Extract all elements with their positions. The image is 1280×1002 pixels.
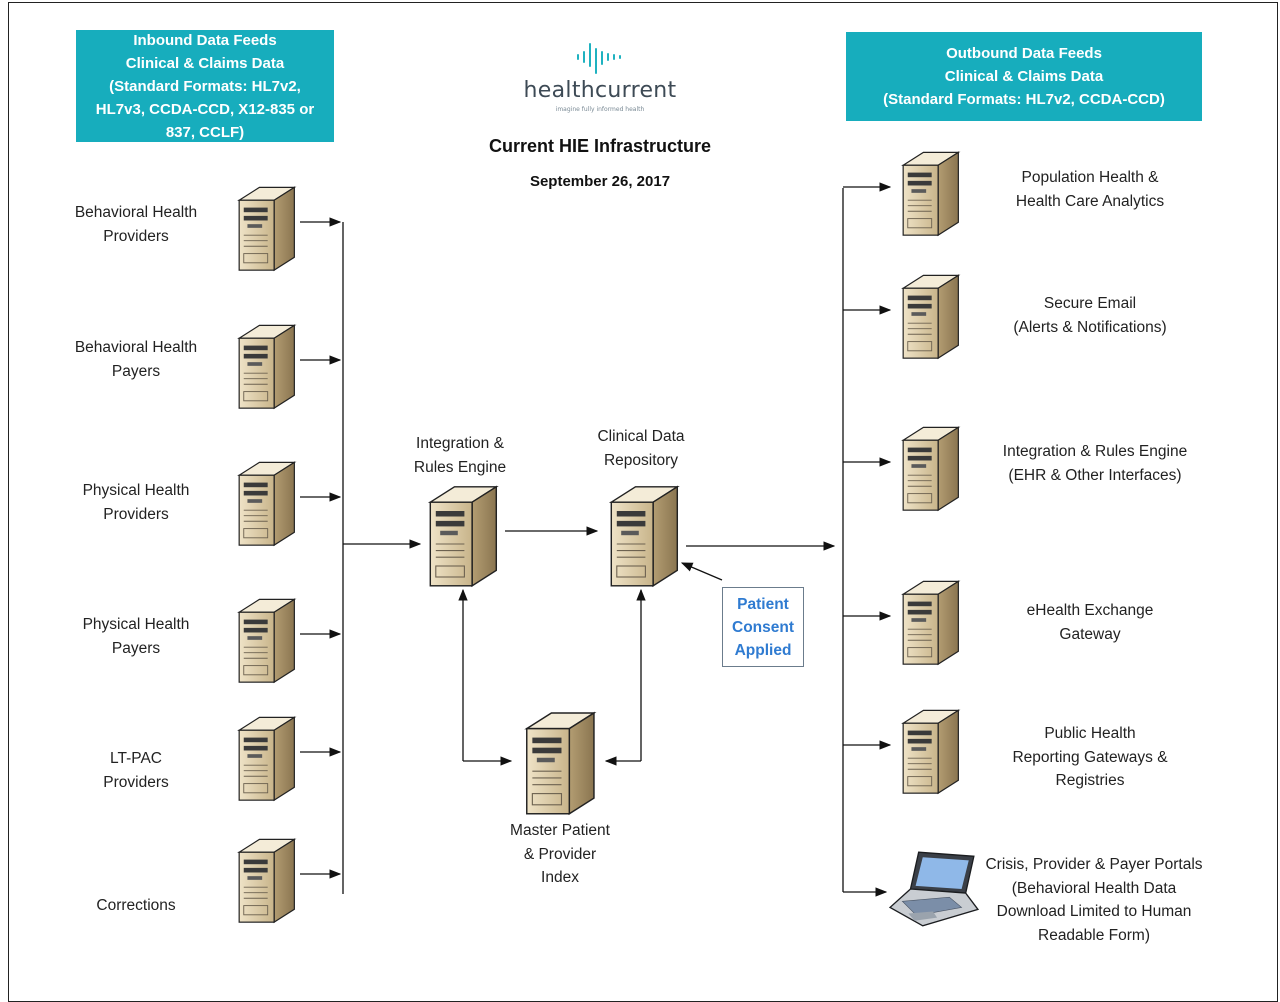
text-line: Providers: [103, 773, 169, 791]
text-line: Public Health: [1044, 725, 1136, 742]
server-icon: [524, 711, 597, 816]
text-line: 837, CCLF): [165, 123, 245, 141]
text-line: HL7v3, CCDA-CCD, X12-835 or: [95, 100, 315, 118]
text-line: Master Patient: [510, 822, 610, 839]
healthcurrent-logo: healthcurrent imagine fully informed hea…: [520, 40, 680, 135]
text-line: Clinical & Claims Data: [944, 68, 1104, 85]
server-icon: [901, 426, 961, 512]
text-line: Index: [541, 869, 579, 886]
text-line: Payers: [111, 639, 161, 657]
text-line: Inbound Data Feeds: [133, 31, 277, 49]
text-line: Providers: [103, 227, 169, 245]
server-icon: [237, 838, 297, 924]
outbound-target-label: Population Health & Health Care Analytics: [980, 166, 1200, 213]
text-line: Applied: [734, 641, 792, 659]
text-line: Behavioral Health: [74, 204, 198, 221]
text-line: Readable Form): [1038, 926, 1150, 944]
server-icon: [237, 324, 297, 410]
text-line: Integration & Rules Engine: [1002, 443, 1188, 460]
text-line: Repository: [603, 451, 679, 469]
text-line: Secure Email: [1043, 295, 1137, 312]
server-icon: [237, 461, 297, 547]
outbound-target-label: Crisis, Provider & Payer Portals (Behavio…: [964, 853, 1224, 947]
text-line: & Provider: [523, 845, 597, 863]
text-line: Behavioral Health: [74, 339, 198, 356]
server-icon: [608, 485, 680, 588]
logo-wordmark: healthcurrent: [523, 78, 677, 103]
logo-tagline: imagine fully informed health: [555, 106, 645, 113]
text-line: (EHR & Other Interfaces): [1008, 466, 1182, 484]
consent-arrow: [680, 562, 723, 581]
text-line: Clinical Data: [597, 428, 685, 445]
text-line: Health Care Analytics: [1015, 192, 1165, 210]
text-line: Physical Health: [82, 482, 190, 499]
text-line: Patient: [737, 595, 789, 613]
text-line: LT-PAC: [110, 750, 162, 767]
text-line: Providers: [103, 505, 169, 523]
laptop-icon: [888, 851, 980, 927]
text-line: Consent: [732, 618, 794, 636]
text-line: Rules Engine: [413, 458, 507, 476]
text-line: (Behavioral Health Data: [1011, 879, 1177, 897]
diagram-date: September 26, 2017: [529, 173, 671, 190]
outbound-target-label: Integration & Rules Engine (EHR & Other I…: [970, 440, 1220, 487]
text-line: eHealth Exchange: [1026, 602, 1154, 619]
text-line: Gateway: [1059, 625, 1121, 643]
text-line: Physical Health: [82, 616, 190, 633]
text-line: Download Limited to Human: [996, 903, 1192, 920]
server-icon: [237, 186, 297, 272]
text-line: Population Health &: [1021, 169, 1159, 186]
server-icon: [237, 716, 297, 802]
text-line: (Standard Formats: HL7v2,: [109, 77, 301, 95]
text-line: Payers: [111, 362, 161, 380]
integration-engine-label: Integration & Rules Engine: [395, 432, 525, 479]
text-line: Crisis, Provider & Payer Portals: [985, 856, 1203, 873]
text-line: Registries: [1055, 772, 1125, 789]
inbound-source-label: LT-PAC Providers: [46, 747, 226, 794]
server-icon: [901, 580, 961, 666]
text-line: Clinical & Claims Data: [125, 54, 285, 72]
waveform-logo-icon: [577, 43, 621, 74]
inbound-source-label: Corrections: [46, 894, 226, 918]
server-icon: [901, 274, 961, 360]
server-icon: [901, 709, 961, 795]
text-line: Integration &: [416, 435, 504, 452]
text-line: Corrections: [96, 897, 176, 914]
text-line: (Alerts & Notifications): [1013, 318, 1167, 336]
server-icon: [237, 598, 297, 684]
text-line: (Standard Formats: HL7v2, CCDA-CCD): [883, 91, 1165, 108]
outbound-target-label: Secure Email (Alerts & Notifications): [980, 292, 1200, 339]
text-line: Outbound Data Feeds: [946, 45, 1102, 62]
text-line: Reporting Gateways &: [1012, 748, 1168, 766]
diagram-title: Current HIE Infrastructure: [488, 136, 712, 156]
server-icon: [901, 151, 961, 237]
server-icon: [427, 485, 499, 588]
